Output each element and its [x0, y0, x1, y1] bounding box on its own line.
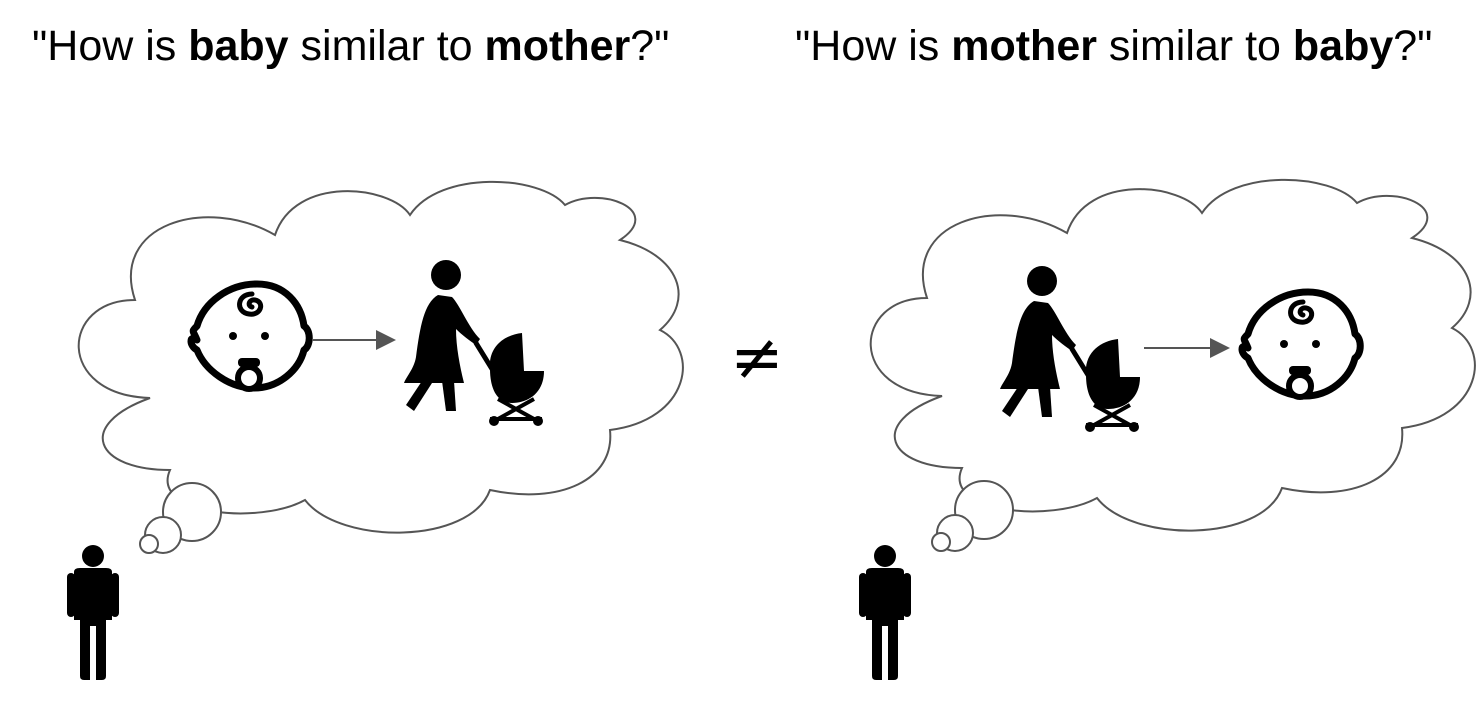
right-arrow-icon	[1144, 338, 1230, 358]
left-question-part2: similar to	[288, 22, 485, 70]
left-question-part3: ?"	[630, 22, 670, 70]
right-question-term1: mother	[951, 22, 1097, 70]
right-question: "How is mother similar to baby?"	[795, 20, 1432, 72]
right-question-part2: similar to	[1096, 22, 1293, 70]
not-equal-symbol: ≠	[730, 321, 784, 395]
left-arrow-icon	[312, 330, 396, 350]
right-question-part3: ?"	[1393, 22, 1433, 70]
left-question: "How is baby similar to mother?"	[32, 20, 669, 72]
left-question-term1: baby	[188, 22, 289, 70]
right-panel	[859, 178, 1476, 680]
left-panel	[67, 180, 684, 680]
right-thought-cloud	[869, 178, 1476, 552]
left-person-icon	[67, 545, 119, 680]
left-question-part1: "How is	[32, 22, 189, 70]
left-question-term2: mother	[484, 22, 631, 70]
right-question-part1: "How is	[795, 22, 952, 70]
right-person-icon	[859, 545, 911, 680]
left-thought-cloud	[77, 180, 684, 554]
right-question-term2: baby	[1292, 22, 1394, 70]
